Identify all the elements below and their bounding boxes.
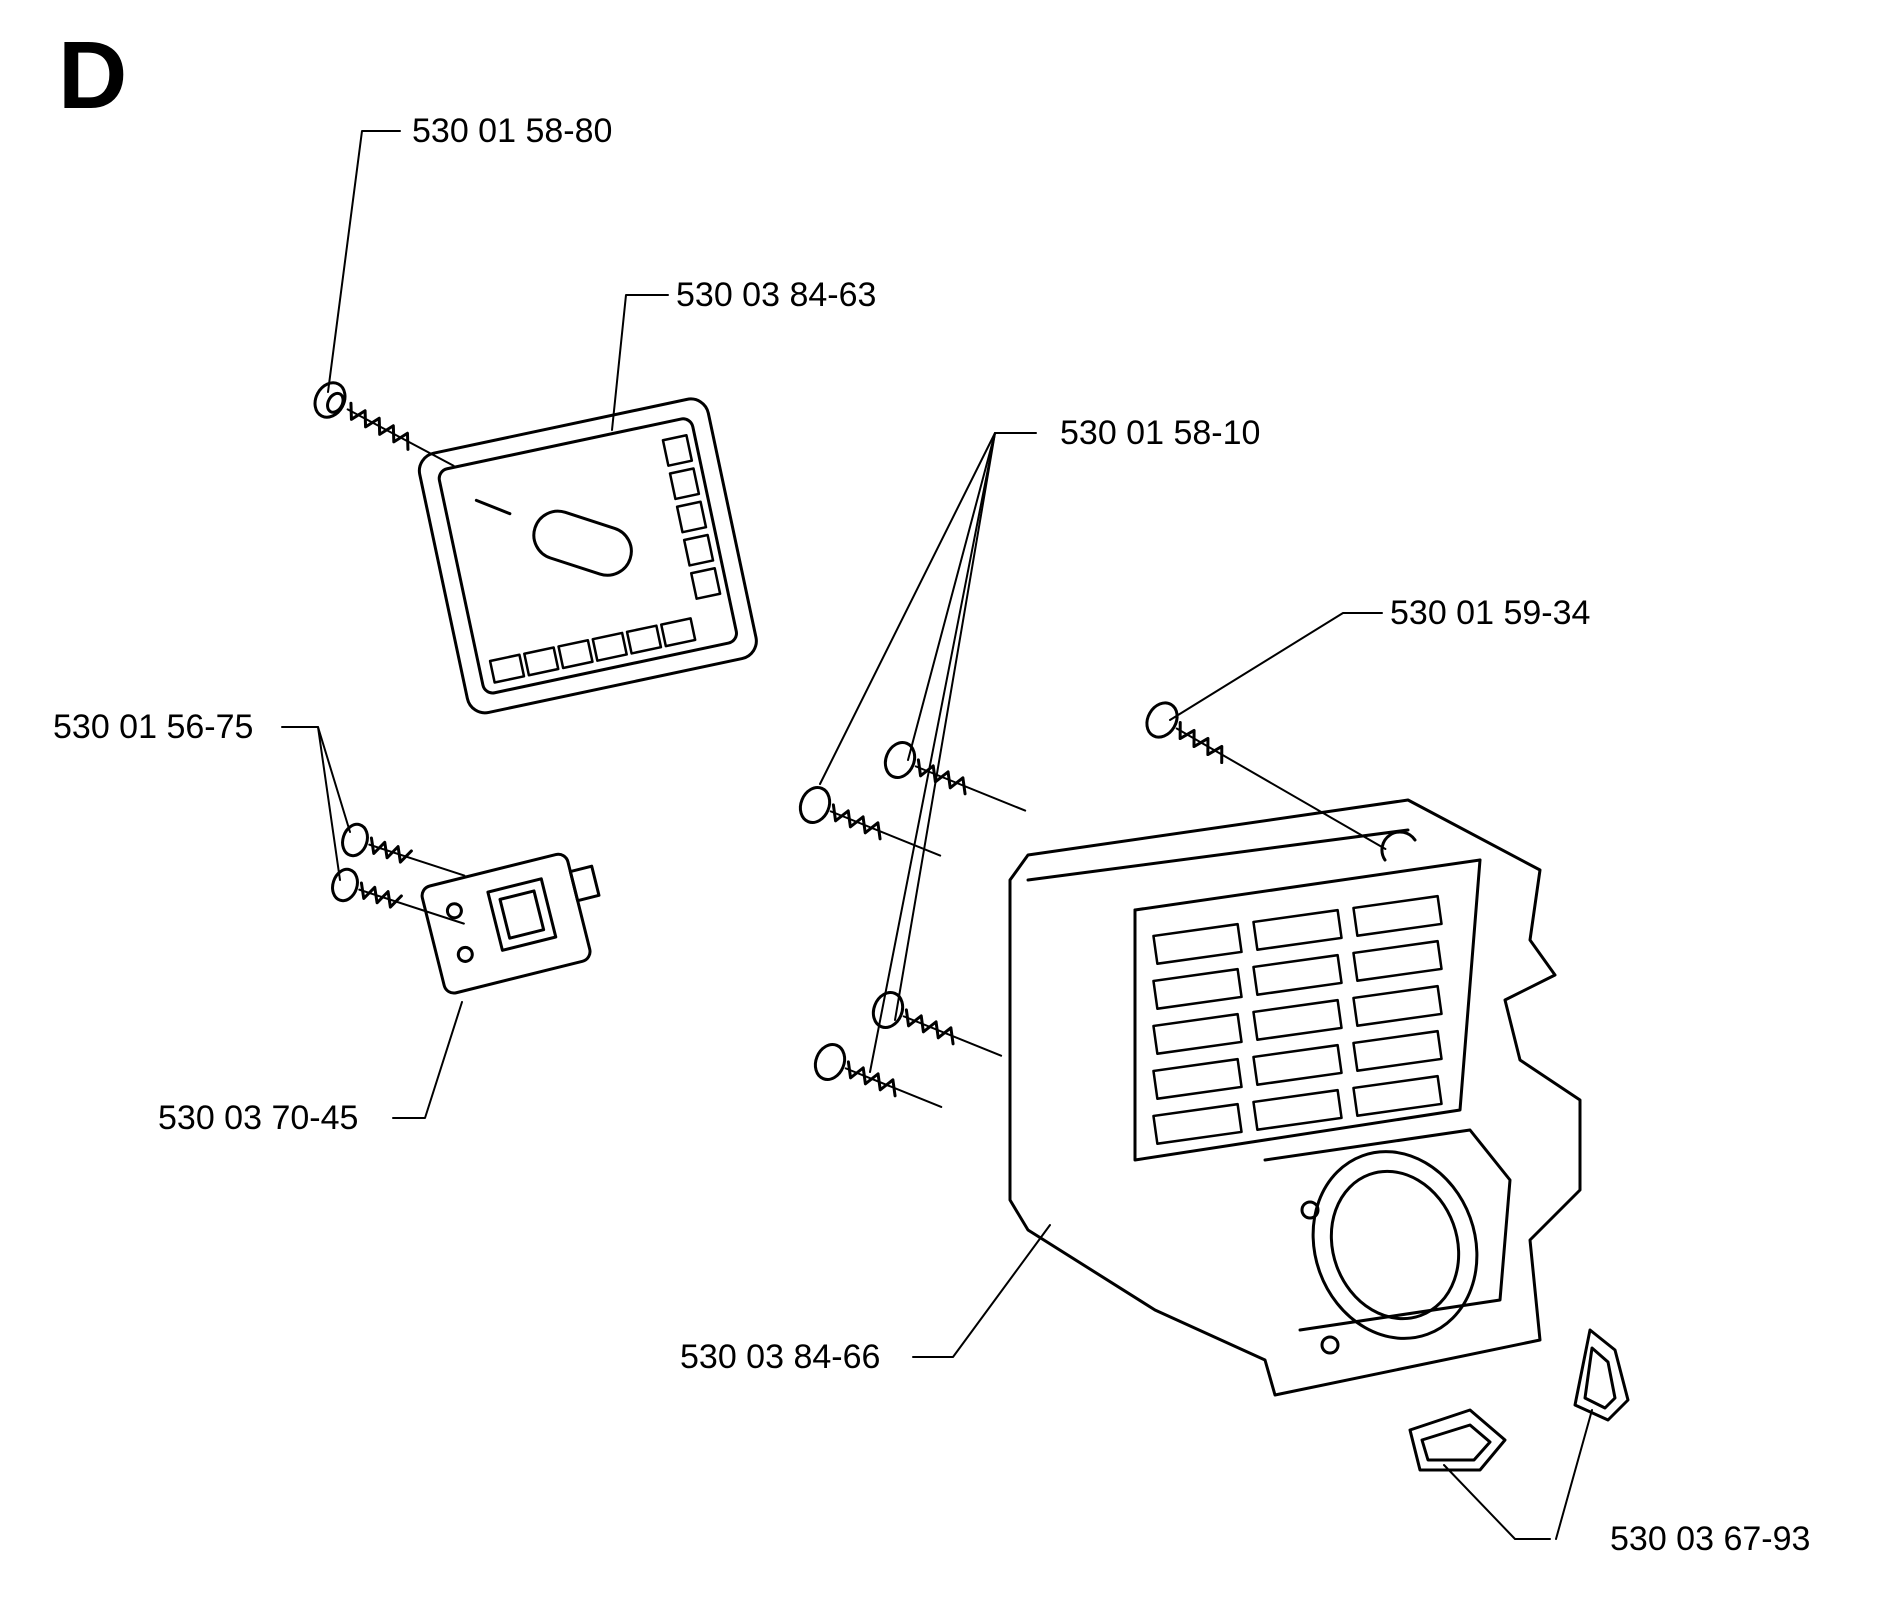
grommet-2 [1573,1328,1630,1422]
leader-530-01-58-10-d [869,432,996,1073]
screw-cover-1 [798,786,942,857]
screw-bracket-2 [331,867,465,925]
leader-530-01-58-10-b [907,432,996,761]
screw-cover-2 [883,741,1027,812]
screw-filter [313,381,455,467]
screw-cover-3 [871,991,1003,1057]
leader-530-01-58-80 [327,130,401,393]
leader-530-01-56-75-a [281,726,351,833]
leader-530-03-84-66 [912,1224,1051,1358]
screw-cover-4 [813,1043,943,1108]
part-label-530-03-70-45: 530 03 70-45 [158,1099,359,1137]
screw-bracket-1 [341,822,466,877]
section-letter: D [58,22,128,129]
part-label-530-01-58-10: 530 01 58-10 [1060,414,1261,452]
leader-530-01-59-34 [1169,612,1383,721]
leader-530-03-67-93-b [1555,1409,1593,1540]
leader-530-01-56-75-b [317,726,341,881]
part-label-530-01-56-75: 530 01 56-75 [53,708,254,746]
screw-top [1145,701,1387,850]
leader-530-03-70-45 [392,1001,463,1119]
part-label-530-01-59-34: 530 01 59-34 [1390,594,1591,632]
grommet-1 [1408,1408,1507,1472]
cylinder-cover [1008,798,1582,1397]
part-label-530-03-67-93: 530 03 67-93 [1610,1520,1811,1558]
leader-530-01-58-10-c [894,432,996,1021]
part-label-530-03-84-63: 530 03 84-63 [676,276,877,314]
part-label-530-01-58-80: 530 01 58-80 [412,112,613,150]
leader-530-01-58-10-a [819,432,1037,785]
leader-lines [281,130,1593,1540]
leader-530-03-67-93-a [1443,1464,1551,1540]
leader-530-03-84-63 [611,294,669,431]
bracket [420,852,601,995]
part-label-530-03-84-66: 530 03 84-66 [680,1338,881,1376]
air-filter [417,397,758,715]
